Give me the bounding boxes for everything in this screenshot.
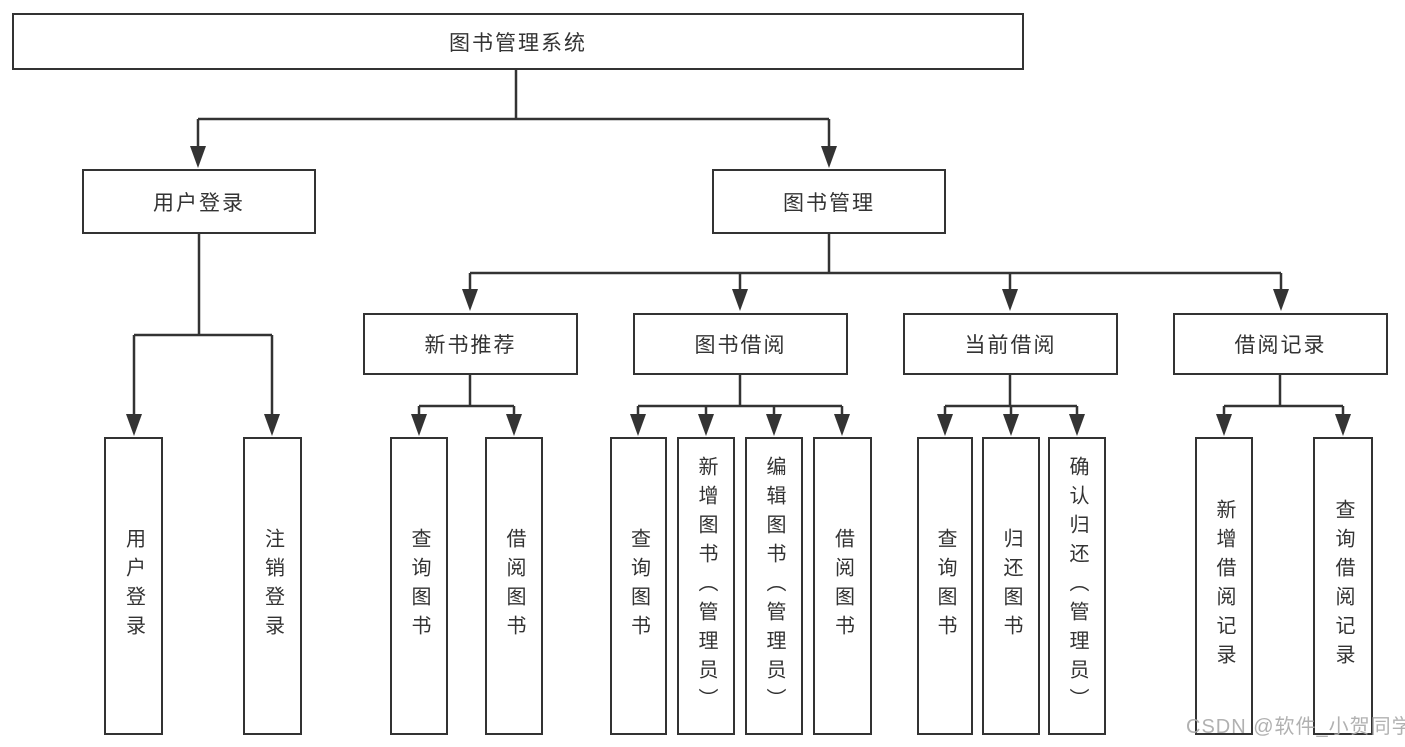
edge-root-to-level2	[196, 70, 831, 150]
leaf-edit-book-admin: 编辑图书（管理员）	[745, 437, 803, 735]
edge-group4-to-leaves	[1222, 375, 1345, 420]
leaf-add-borrow-record: 新增借阅记录	[1195, 437, 1253, 735]
leaf-user-login: 用户登录	[104, 437, 163, 735]
node-borrow-records: 借阅记录	[1173, 313, 1388, 375]
node-book-management: 图书管理	[712, 169, 946, 234]
node-book-borrow: 图书借阅	[633, 313, 848, 375]
watermark: CSDN @软件_小贺同学	[1186, 716, 1405, 738]
edge-mgmt-to-groups	[468, 234, 1283, 294]
leaf-query-borrow-record: 查询借阅记录	[1313, 437, 1373, 735]
node-new-book-recommend-label: 新书推荐	[424, 334, 517, 357]
node-user-login-label: 用户登录	[153, 191, 245, 215]
leaf-return-book: 归还图书	[982, 437, 1040, 735]
leaf-query-borrow-record-label: 查询借阅记录	[1332, 499, 1354, 673]
node-user-login: 用户登录	[82, 169, 316, 234]
leaf-query-books-borrow-label: 查询图书	[627, 528, 650, 644]
leaf-query-books-recommend-label: 查询图书	[408, 528, 430, 644]
leaf-add-borrow-record-label: 新增借阅记录	[1213, 499, 1235, 673]
node-root: 图书管理系统	[12, 13, 1024, 70]
arrowheads	[126, 146, 1351, 436]
node-root-label: 图书管理系统	[449, 31, 587, 55]
leaf-borrow-books-recommend: 借阅图书	[485, 437, 543, 735]
leaf-user-login-label: 用户登录	[122, 528, 145, 644]
edge-group2-to-leaves	[636, 375, 844, 420]
node-current-borrow: 当前借阅	[903, 313, 1118, 375]
leaf-confirm-return-admin: 确认归还（管理员）	[1048, 437, 1106, 735]
leaf-borrow-books: 借阅图书	[813, 437, 872, 735]
edge-group3-to-leaves	[943, 375, 1079, 420]
leaf-query-books-current-label: 查询图书	[934, 528, 956, 644]
leaf-add-book-admin-label: 新增图书（管理员）	[695, 455, 717, 717]
node-book-management-label: 图书管理	[783, 191, 875, 215]
node-book-borrow-label: 图书借阅	[694, 334, 787, 357]
leaf-edit-book-admin-label: 编辑图书（管理员）	[763, 455, 785, 717]
edge-group1-to-leaves	[417, 375, 516, 420]
leaf-confirm-return-admin-label: 确认归还（管理员）	[1066, 455, 1088, 717]
leaf-borrow-books-label: 借阅图书	[831, 528, 854, 644]
leaf-add-book-admin: 新增图书（管理员）	[677, 437, 735, 735]
leaf-query-books-recommend: 查询图书	[390, 437, 448, 735]
node-current-borrow-label: 当前借阅	[964, 334, 1057, 357]
edge-login-to-leaves	[132, 234, 274, 420]
leaf-query-books-current: 查询图书	[917, 437, 973, 735]
leaf-query-books-borrow: 查询图书	[610, 437, 667, 735]
leaf-logout-label: 注销登录	[261, 528, 284, 644]
leaf-borrow-books-recommend-label: 借阅图书	[503, 528, 525, 644]
leaf-logout: 注销登录	[243, 437, 302, 735]
node-new-book-recommend: 新书推荐	[363, 313, 578, 375]
node-borrow-records-label: 借阅记录	[1234, 334, 1327, 357]
leaf-return-book-label: 归还图书	[1000, 528, 1022, 644]
